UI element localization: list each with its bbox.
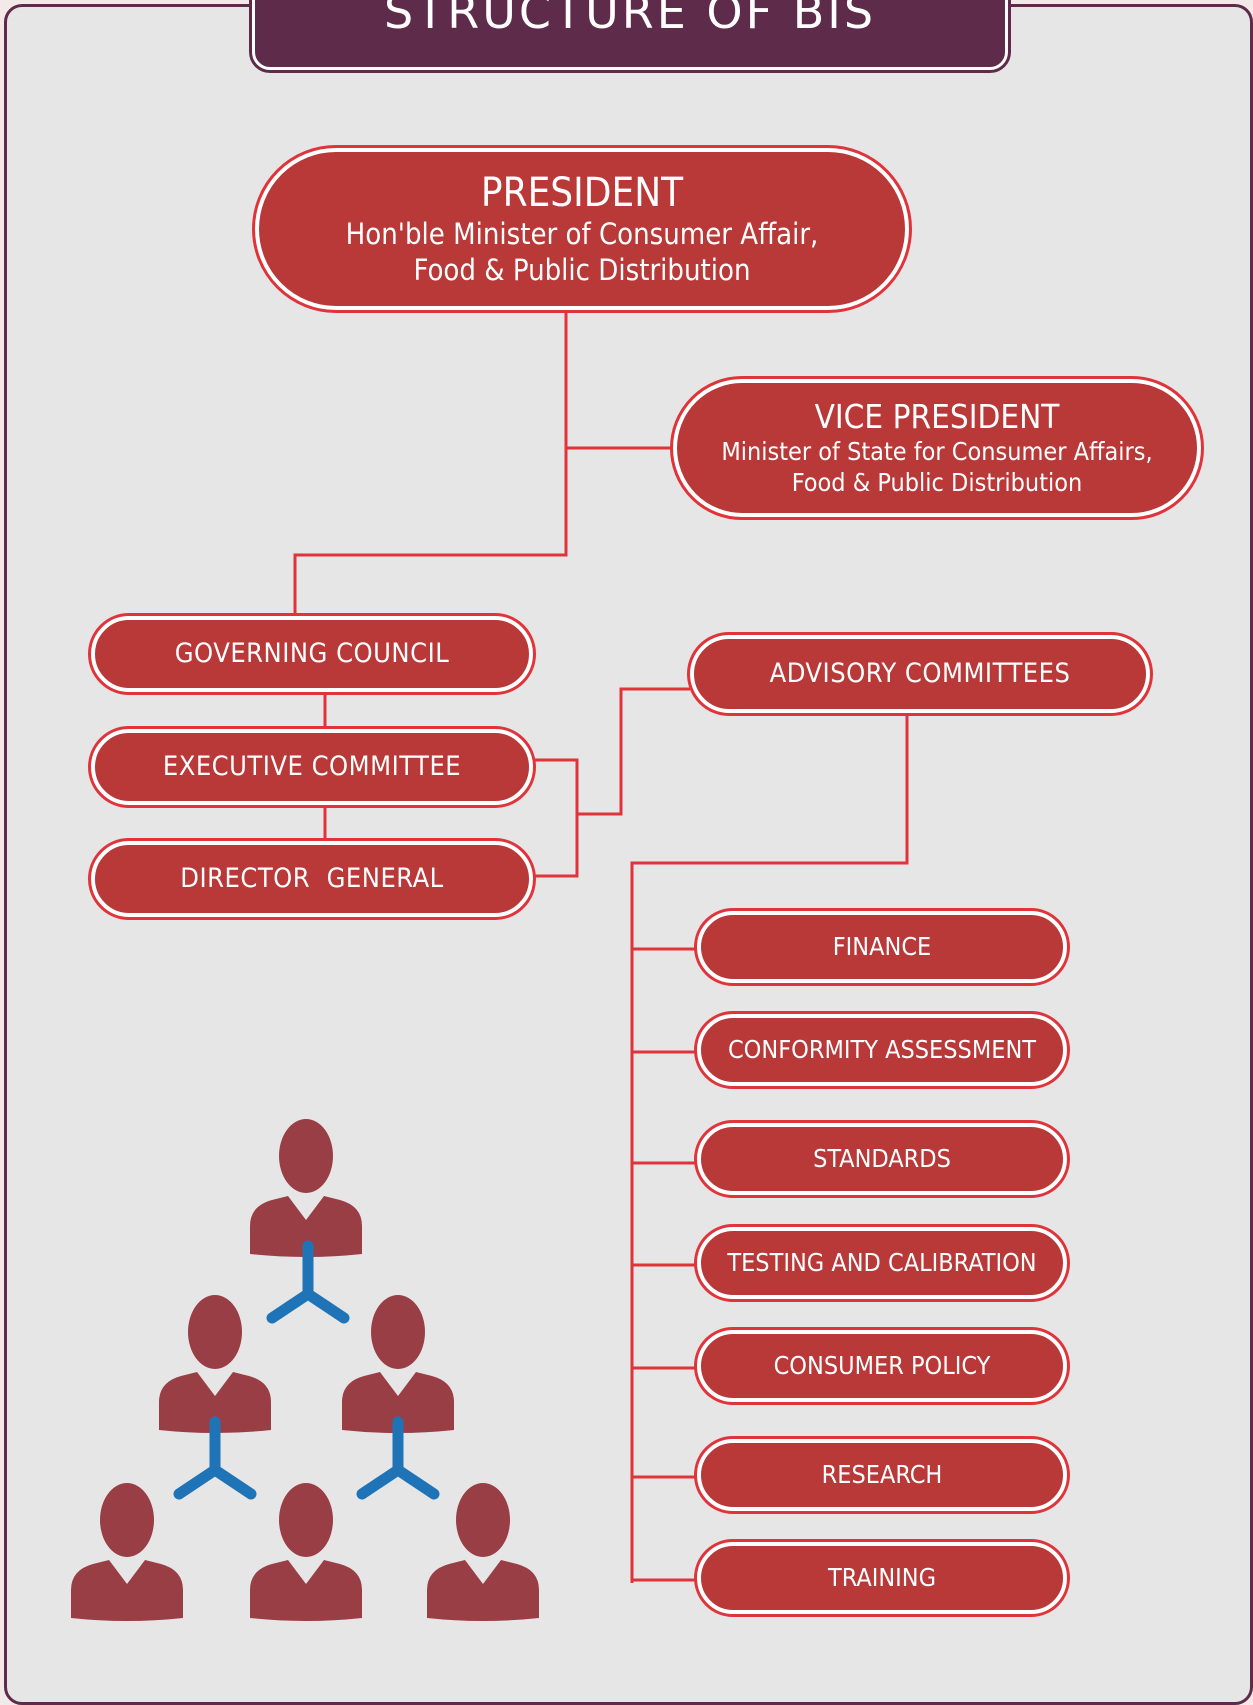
- governing-council-label: GOVERNING COUNCIL: [174, 638, 450, 669]
- committee-label: CONSUMER POLICY: [773, 1351, 991, 1380]
- network-links: [179, 1246, 434, 1494]
- committee-label: RESEARCH: [821, 1460, 943, 1489]
- network-link-icon: [272, 1246, 344, 1318]
- person-icon: [342, 1295, 454, 1433]
- network-link-icon: [362, 1422, 434, 1494]
- committee-conformity-assessment: CONFORMITY ASSESSMENT: [694, 1011, 1070, 1089]
- governing-council-node: GOVERNING COUNCIL: [88, 613, 536, 695]
- committee-finance: FINANCE: [694, 908, 1070, 986]
- network-link-icon: [179, 1422, 251, 1494]
- committee-standards: STANDARDS: [694, 1120, 1070, 1198]
- director-general-node: DIRECTOR GENERAL: [88, 838, 536, 920]
- committee-label: FINANCE: [832, 932, 932, 961]
- president-line2: Food & Public Distribution: [413, 253, 751, 287]
- connector-advisory-down: [630, 713, 909, 1583]
- committee-training: TRAINING: [694, 1539, 1070, 1617]
- title-banner: [249, 0, 1011, 73]
- committee-label: CONFORMITY ASSESSMENT: [727, 1035, 1037, 1064]
- committee-label: TRAINING: [827, 1563, 937, 1592]
- vice-president-title: VICE PRESIDENT: [814, 397, 1060, 436]
- people-hierarchy-icon: [71, 1119, 539, 1621]
- executive-committee-node: EXECUTIVE COMMITTEE: [88, 726, 536, 808]
- president-line1: Hon'ble Minister of Consumer Affair,: [345, 217, 819, 251]
- person-icon: [71, 1483, 183, 1621]
- president-node: PRESIDENT Hon'ble Minister of Consumer A…: [252, 145, 912, 313]
- people-group: [71, 1119, 539, 1621]
- page-title: STRUCTURE OF BIS: [383, 0, 877, 39]
- person-icon: [250, 1119, 362, 1257]
- person-icon: [250, 1483, 362, 1621]
- person-icon: [427, 1483, 539, 1621]
- advisory-committees-label: ADVISORY COMMITTEES: [769, 658, 1071, 689]
- vice-president-line2: Food & Public Distribution: [791, 468, 1083, 497]
- executive-committee-label: EXECUTIVE COMMITTEE: [162, 751, 462, 782]
- committee-label: STANDARDS: [813, 1144, 951, 1173]
- connector-executive-bracket: [533, 758, 579, 878]
- president-title: PRESIDENT: [480, 170, 684, 216]
- committee-research: RESEARCH: [694, 1436, 1070, 1514]
- vice-president-line1: Minister of State for Consumer Affairs,: [721, 437, 1153, 466]
- advisory-committees-node: ADVISORY COMMITTEES: [687, 632, 1153, 716]
- vice-president-node: VICE PRESIDENT Minister of State for Con…: [670, 376, 1204, 520]
- director-general-label: DIRECTOR GENERAL: [180, 863, 444, 894]
- committee-consumer-policy: CONSUMER POLICY: [694, 1327, 1070, 1405]
- connector-president-down: [293, 312, 568, 615]
- connector-to-advisory: [577, 687, 690, 816]
- committee-testing-calibration: TESTING AND CALIBRATION: [694, 1224, 1070, 1302]
- committee-label: TESTING AND CALIBRATION: [727, 1248, 1037, 1277]
- person-icon: [159, 1295, 271, 1433]
